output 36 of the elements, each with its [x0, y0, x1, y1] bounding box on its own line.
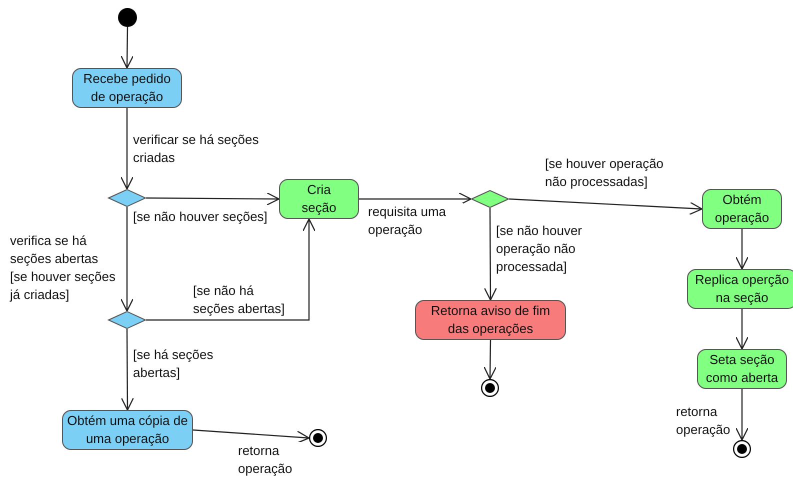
action-box [702, 189, 782, 229]
action-label: Replica operção na seção [694, 271, 790, 307]
start-node [118, 8, 137, 27]
action-label: Obtém uma cópia de uma operação [67, 412, 188, 448]
action-label: Obtém operação [714, 191, 770, 227]
action-box [415, 300, 566, 340]
arrow [735, 309, 749, 350]
end-node [309, 429, 327, 447]
action-box [72, 68, 182, 108]
edge-label: requisita uma operação [368, 203, 463, 239]
action-label: Seta seção como aberta [704, 351, 780, 387]
action-label: Retorna aviso de fim das operações [430, 302, 552, 338]
arrow [120, 108, 134, 190]
action-box [697, 349, 787, 389]
action-label: Cria seção [300, 181, 338, 217]
arrow [146, 192, 280, 206]
arrow [192, 429, 310, 444]
action-box [279, 179, 359, 219]
action-label: Recebe pedido de operação [82, 70, 172, 106]
edge-label: verifica se há seções abertas [se houver seções já criadas] [10, 232, 116, 304]
arrow [120, 207, 134, 312]
arrow [735, 389, 749, 441]
arrow [359, 192, 472, 206]
arrow [120, 27, 134, 69]
arrow [484, 340, 497, 380]
arrow [146, 218, 316, 321]
arrow [508, 198, 703, 215]
arrow [735, 229, 749, 270]
decision-diamond [108, 311, 146, 329]
action-box [687, 269, 793, 309]
end-node [481, 379, 499, 397]
end-node [733, 440, 751, 458]
decision-diamond [471, 190, 509, 208]
decision-diamond [108, 189, 146, 207]
arrow [484, 208, 498, 301]
arrow [120, 329, 134, 411]
